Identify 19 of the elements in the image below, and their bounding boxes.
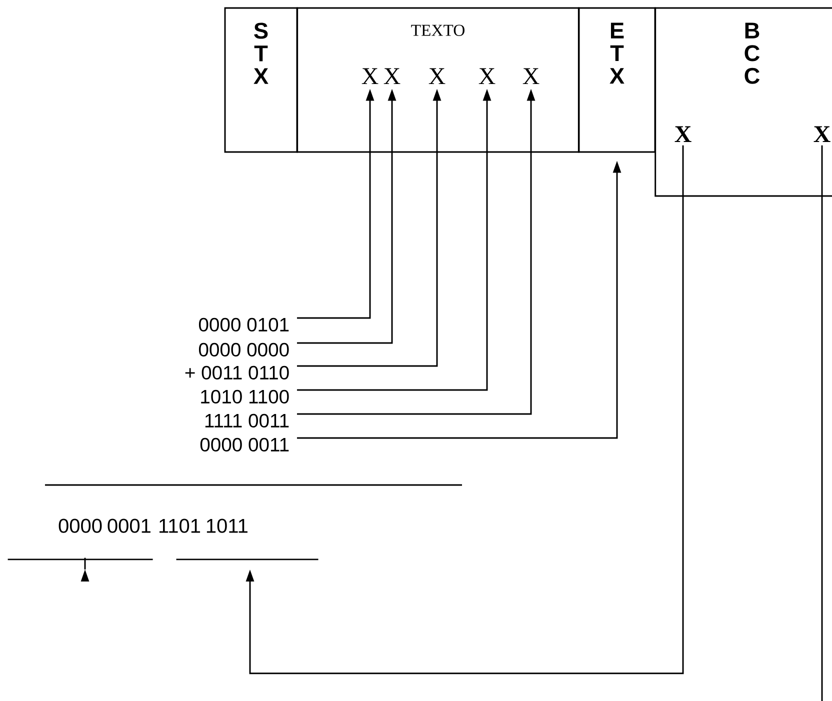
frame-box: E T X xyxy=(578,7,656,153)
frame-box: S T X xyxy=(224,7,298,153)
letter: X xyxy=(478,68,496,84)
letter: X xyxy=(522,68,540,84)
letter: X xyxy=(674,126,692,142)
result-part: 0000 0001 xyxy=(8,518,153,560)
letter: X xyxy=(428,68,446,84)
binary-number: 0000 0000 xyxy=(198,342,289,357)
result-part: 1101 1011 xyxy=(160,518,318,560)
connector-line xyxy=(821,145,823,701)
letter: X xyxy=(362,68,378,84)
binary-number: + 0011 0110 xyxy=(185,366,289,380)
arrow xyxy=(246,145,684,674)
letter: X xyxy=(814,126,830,142)
binary-number: 0000 0101 xyxy=(198,318,289,332)
binary-number: 1111 0011 xyxy=(205,414,289,428)
letter: X xyxy=(384,68,400,84)
binary-number: 0000 0011 xyxy=(200,438,289,452)
binary-number: 1010 1100 xyxy=(201,390,289,404)
